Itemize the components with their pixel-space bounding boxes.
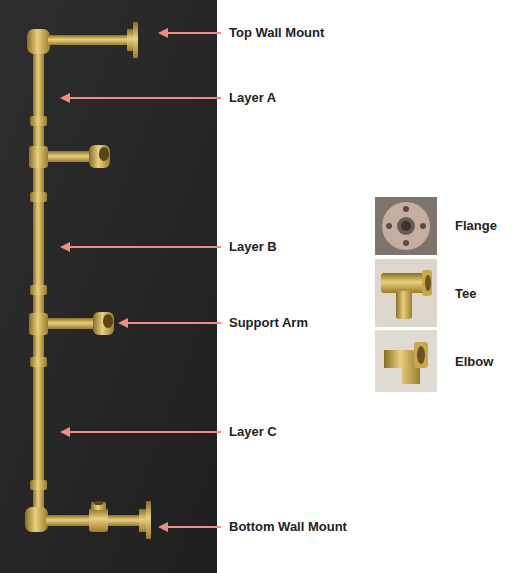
- pipe: [48, 35, 130, 45]
- arrowhead: [60, 242, 70, 252]
- coupling: [30, 192, 47, 202]
- leader-line: [68, 246, 221, 248]
- leader-line: [126, 322, 221, 324]
- arrowhead: [158, 28, 168, 38]
- tee: [29, 313, 48, 335]
- leader-arrows: [60, 28, 221, 532]
- elbow-opening: [99, 147, 109, 161]
- part-label: Layer C: [229, 424, 277, 440]
- flange-photo: [375, 197, 437, 255]
- coupling: [30, 357, 47, 367]
- pipe: [48, 318, 96, 329]
- leader-line: [166, 32, 221, 34]
- fitting-label: Elbow: [455, 354, 493, 370]
- coupling: [30, 285, 47, 295]
- part-label: Layer B: [229, 239, 277, 255]
- part-label: Support Arm: [229, 315, 308, 331]
- leader-line: [68, 431, 221, 433]
- fitting-label: Tee: [455, 286, 476, 302]
- tee: [89, 508, 108, 532]
- elbow: [25, 507, 48, 532]
- arrowhead: [60, 93, 70, 103]
- elbow-photo: [375, 330, 437, 392]
- flange: [133, 22, 138, 58]
- arrowhead: [158, 522, 168, 532]
- fitting-label: Flange: [455, 218, 497, 234]
- part-label: Bottom Wall Mount: [229, 519, 347, 535]
- tee-opening: [91, 502, 106, 510]
- flange: [146, 501, 151, 539]
- coupling: [30, 480, 47, 490]
- pipe: [48, 151, 92, 162]
- elbow: [93, 312, 114, 335]
- coupling: [30, 116, 47, 126]
- photo-background: [0, 0, 217, 573]
- flange-hub: [139, 509, 147, 532]
- tee-photo: [375, 259, 437, 327]
- elbow: [89, 145, 110, 168]
- elbow: [27, 29, 50, 54]
- arrowhead: [60, 427, 70, 437]
- elbow-opening: [103, 314, 113, 328]
- arrowhead: [118, 318, 128, 328]
- leader-line: [166, 526, 221, 528]
- tee: [29, 146, 48, 168]
- part-label: Layer A: [229, 90, 276, 106]
- flange-hub: [127, 29, 134, 51]
- leader-line: [68, 97, 221, 99]
- tee-hole: [94, 501, 104, 505]
- part-label: Top Wall Mount: [229, 25, 324, 41]
